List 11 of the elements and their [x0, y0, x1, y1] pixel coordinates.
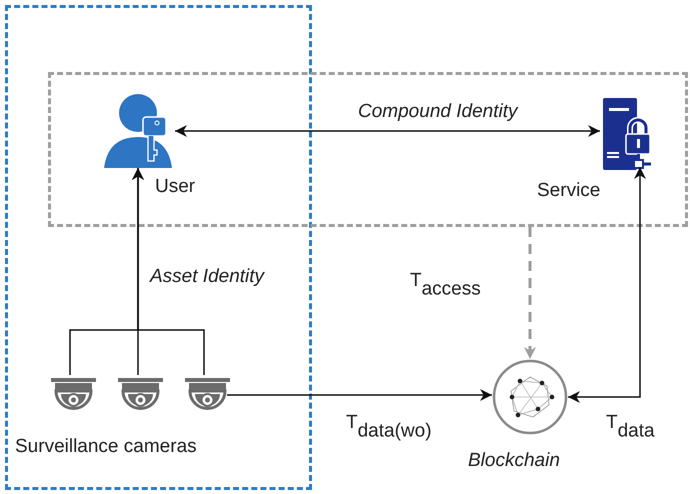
arrow: [132, 168, 205, 375]
arrow: [568, 167, 646, 403]
edge-label: Asset Identity: [150, 266, 264, 289]
node-label: Blockchain: [468, 450, 560, 473]
edge-label: Compound Identity: [358, 101, 518, 124]
arrow: [227, 389, 492, 401]
node-label: Service: [537, 180, 600, 203]
caption-label: Surveillance cameras: [15, 436, 197, 459]
arrow: [175, 125, 600, 137]
node-label: User: [155, 176, 196, 199]
arrow: [524, 227, 536, 359]
